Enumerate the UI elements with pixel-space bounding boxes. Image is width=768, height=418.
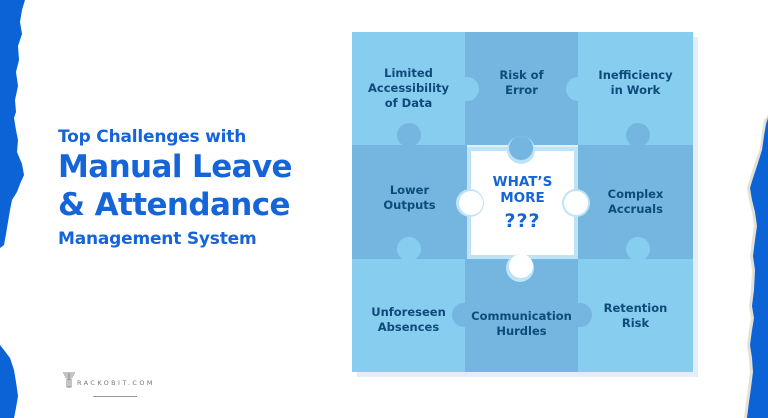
title-line-3: & Attendance — [58, 187, 291, 223]
tile-label: Risk — [621, 315, 650, 330]
tile-limited-accessibility: Limited Accessibility of Data — [352, 32, 465, 145]
title-line-4: Management System — [58, 229, 257, 249]
tile-label: Risk of — [499, 67, 544, 82]
logo-underline — [93, 396, 137, 397]
logo-text: RACKOBIT.COM — [77, 379, 155, 387]
tile-label: Accruals — [608, 202, 663, 216]
tile-label: Retention — [603, 300, 668, 315]
tile-label: Outputs — [383, 198, 436, 212]
tile-label: Accessibility — [367, 81, 450, 95]
tile-label: Communication — [471, 308, 572, 323]
puzzle-knob — [626, 237, 650, 261]
tile-label: Lower — [389, 183, 430, 197]
center-tile-whats-more: WHAT’S MORE ??? — [467, 147, 578, 259]
puzzle-knob — [397, 123, 421, 147]
puzzle-knob — [455, 77, 479, 101]
tile-unforeseen-absences: Unforeseen Absences — [352, 259, 465, 372]
tile-label: in Work — [610, 82, 661, 97]
tile-label: of Data — [384, 96, 433, 110]
tile-risk-of-error: Risk of Error — [465, 32, 578, 145]
tile-retention-risk: Retention Risk — [578, 259, 693, 372]
center-label: WHAT’S — [492, 173, 553, 190]
puzzle-knob — [626, 123, 650, 147]
puzzle-knob — [459, 191, 483, 215]
title-line-1: Top Challenges with — [58, 127, 247, 147]
puzzle-knob — [509, 254, 533, 278]
center-question-marks: ??? — [504, 209, 541, 232]
tile-label: Absences — [377, 319, 440, 334]
tile-label: Hurdles — [496, 323, 547, 338]
tile-label: Error — [505, 82, 538, 97]
puzzle-knob — [397, 237, 421, 261]
puzzle-knob — [564, 191, 588, 215]
trackobit-logo: RACKOBIT.COM — [63, 372, 155, 388]
title-line-2: Manual Leave — [58, 149, 293, 185]
tile-label: Inefficiency — [598, 67, 673, 82]
trackobit-logo-icon — [63, 372, 75, 388]
puzzle-knob — [566, 77, 590, 101]
puzzle-knob — [509, 136, 533, 160]
tile-label: Complex — [607, 187, 664, 201]
puzzle-knob — [452, 303, 476, 327]
tile-label: Unforeseen — [371, 304, 446, 319]
puzzle-grid: Limited Accessibility of Data Risk of Er… — [352, 32, 693, 372]
page-title: Top Challenges with Manual Leave & Atten… — [58, 126, 293, 252]
center-label: MORE — [500, 189, 545, 206]
puzzle-knob — [568, 303, 592, 327]
tile-label: Limited — [384, 66, 433, 80]
